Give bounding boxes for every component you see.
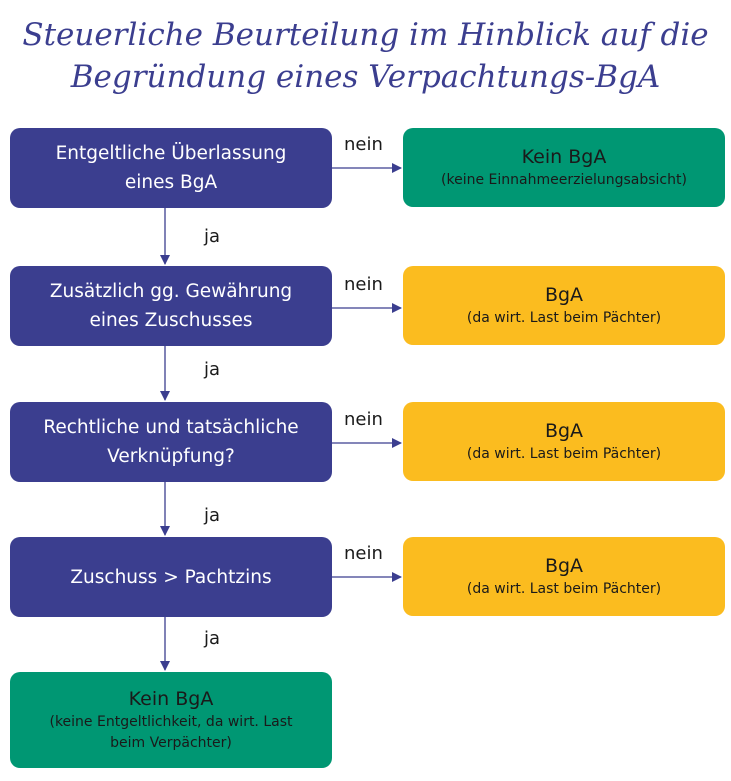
result-box-2: BgA (da wirt. Last beim Pächter) — [403, 266, 725, 345]
result-3-sub: (da wirt. Last beim Pächter) — [466, 446, 662, 462]
question-4-line-1: Zuschuss > Pachtzins — [70, 566, 272, 588]
result-box-1: Kein BgA (keine Einnahmeerzielungsabsich… — [403, 128, 725, 207]
question-2-line-1: Zusätzlich gg. Gewährung — [49, 281, 293, 302]
label-yes-4: ja — [204, 628, 221, 649]
question-box-3: Rechtliche und tatsächliche Verknüpfung? — [10, 402, 332, 482]
result-box-3: BgA (da wirt. Last beim Pächter) — [403, 402, 725, 481]
label-no-3: nein — [344, 409, 383, 430]
result-2-main: BgA — [544, 284, 584, 306]
final-result-main: Kein BgA — [128, 687, 214, 710]
result-4-main: BgA — [544, 555, 584, 577]
question-box-1: Entgeltliche Überlassung eines BgA — [10, 128, 332, 208]
final-result-sub-1: (keine Entgeltlichkeit, da wirt. Last — [49, 713, 293, 730]
label-no-2: nein — [344, 274, 383, 295]
question-box-2: Zusätzlich gg. Gewährung eines Zuschusse… — [10, 266, 332, 346]
question-2-line-2: eines Zuschusses — [89, 310, 253, 331]
label-yes-2: ja — [204, 359, 221, 380]
result-1-main: Kein BgA — [521, 146, 607, 168]
result-1-sub: (keine Einnahmeerzielungsabsicht) — [441, 172, 687, 188]
question-1-line-2: eines BgA — [124, 172, 218, 193]
result-2-sub: (da wirt. Last beim Pächter) — [466, 310, 662, 326]
final-result-box: Kein BgA (keine Entgeltlichkeit, da wirt… — [10, 672, 332, 768]
result-box-4: BgA (da wirt. Last beim Pächter) — [403, 537, 725, 616]
question-box-4: Zuschuss > Pachtzins — [10, 537, 332, 617]
diagram-title: Steuerliche Beurteilung im Hinblick auf … — [0, 14, 731, 98]
title-line-1: Steuerliche Beurteilung im Hinblick auf … — [22, 17, 709, 53]
title-line-2: Begründung eines Verpachtungs-BgA — [70, 59, 661, 95]
question-1-line-1: Entgeltliche Überlassung — [55, 143, 287, 164]
final-result-sub-2: beim Verpächter) — [110, 734, 232, 751]
question-3-line-2: Verknüpfung? — [107, 446, 235, 467]
result-3-main: BgA — [544, 420, 584, 442]
result-4-sub: (da wirt. Last beim Pächter) — [466, 581, 662, 597]
label-no-4: nein — [344, 543, 383, 564]
label-yes-1: ja — [204, 226, 221, 247]
question-3-line-1: Rechtliche und tatsächliche — [43, 417, 299, 438]
label-no-1: nein — [344, 134, 383, 155]
label-yes-3: ja — [204, 505, 221, 526]
